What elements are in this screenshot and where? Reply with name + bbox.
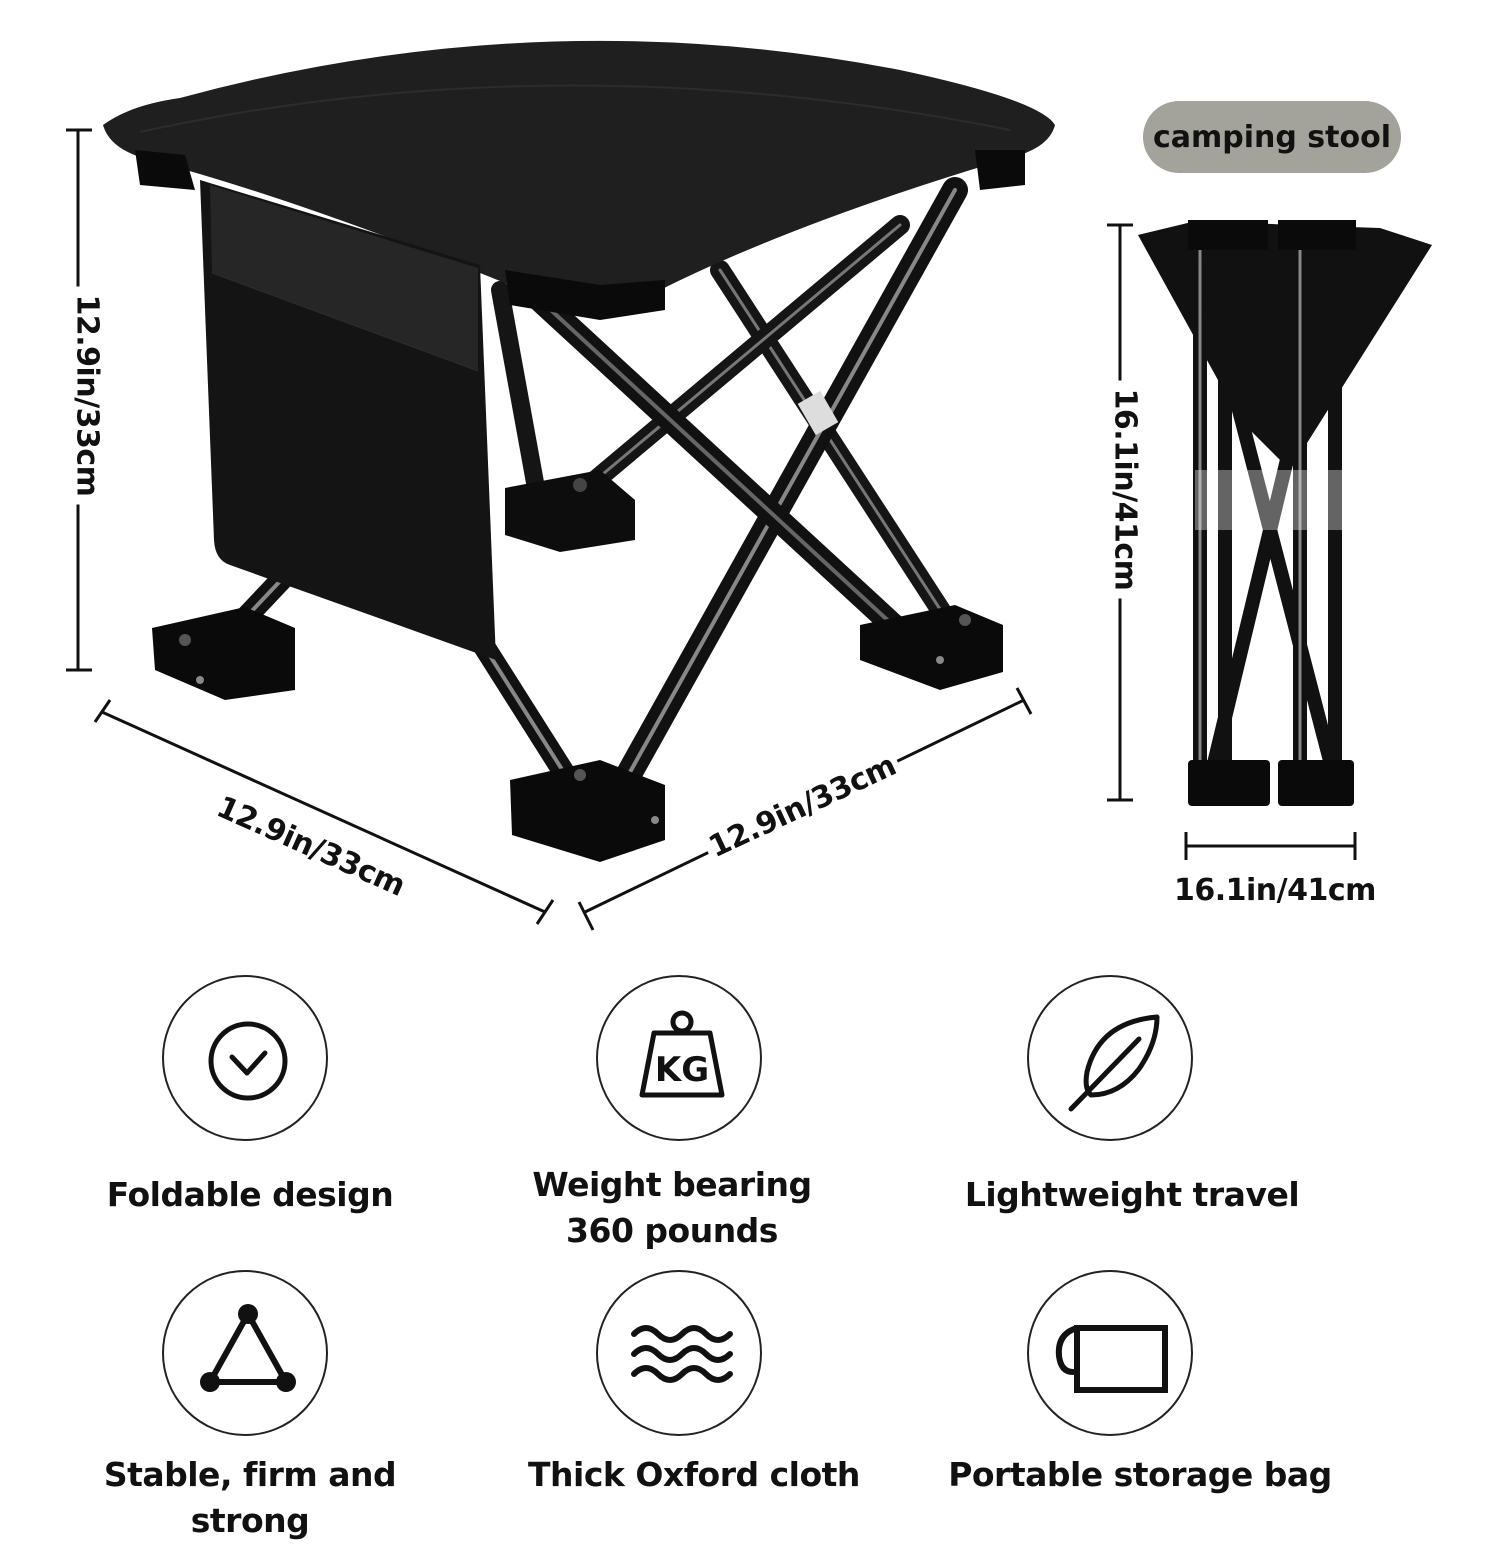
feature-icon-circle-storage <box>1027 1270 1193 1436</box>
product-illustration <box>66 40 1432 931</box>
badge-label: camping stool <box>1152 119 1392 155</box>
feature-label-oxford: Thick Oxford cloth <box>528 1455 860 1494</box>
dimension-height-folded-label: 16.1in/41cm <box>1107 380 1143 599</box>
feature-label-storage: Portable storage bag <box>948 1455 1332 1494</box>
feature-icon-circle-weight: KG <box>596 975 762 1141</box>
foot-front-left <box>152 607 295 700</box>
feature-label-foldable: Foldable design <box>106 1175 394 1214</box>
waves-icon <box>631 1325 733 1383</box>
kg-weight-icon: KG <box>639 1010 725 1098</box>
camping-stool-badge: camping stool <box>1143 101 1401 173</box>
dimension-width-folded-label: 16.1in/41cm <box>1170 873 1380 908</box>
foot-front-center <box>510 760 665 862</box>
dimension-line-width-folded <box>1184 832 1357 860</box>
foot-front-right <box>860 605 1003 690</box>
foot-back <box>505 470 635 552</box>
feature-label-stable: Stable, firm and strong <box>103 1455 397 1540</box>
open-stool-image <box>103 40 1055 862</box>
feature-icon-circle-stable <box>162 1270 328 1436</box>
storage-bag-icon <box>1055 1325 1168 1393</box>
svg-text:KG: KG <box>655 1050 709 1090</box>
feature-label-weight-line1: Weight bearing <box>532 1165 812 1204</box>
triangle-nodes-icon <box>200 1304 296 1392</box>
feature-label-weight-line2: 360 pounds <box>566 1211 778 1250</box>
feature-label-weight: Weight bearing 360 pounds <box>462 1162 882 1254</box>
dimension-height-open-label: 12.9in/33cm <box>69 286 105 505</box>
feature-icon-circle-foldable <box>162 975 328 1141</box>
feature-label-lightweight: Lightweight travel <box>964 1175 1300 1214</box>
folded-stool-image <box>1138 220 1432 806</box>
feature-icon-circle-lightweight <box>1027 975 1193 1141</box>
dimension-line-width-left <box>93 699 555 925</box>
feather-icon <box>1068 1014 1160 1112</box>
feature-icon-circle-oxford <box>596 1270 762 1436</box>
checkmark-circle-icon <box>208 1021 288 1101</box>
